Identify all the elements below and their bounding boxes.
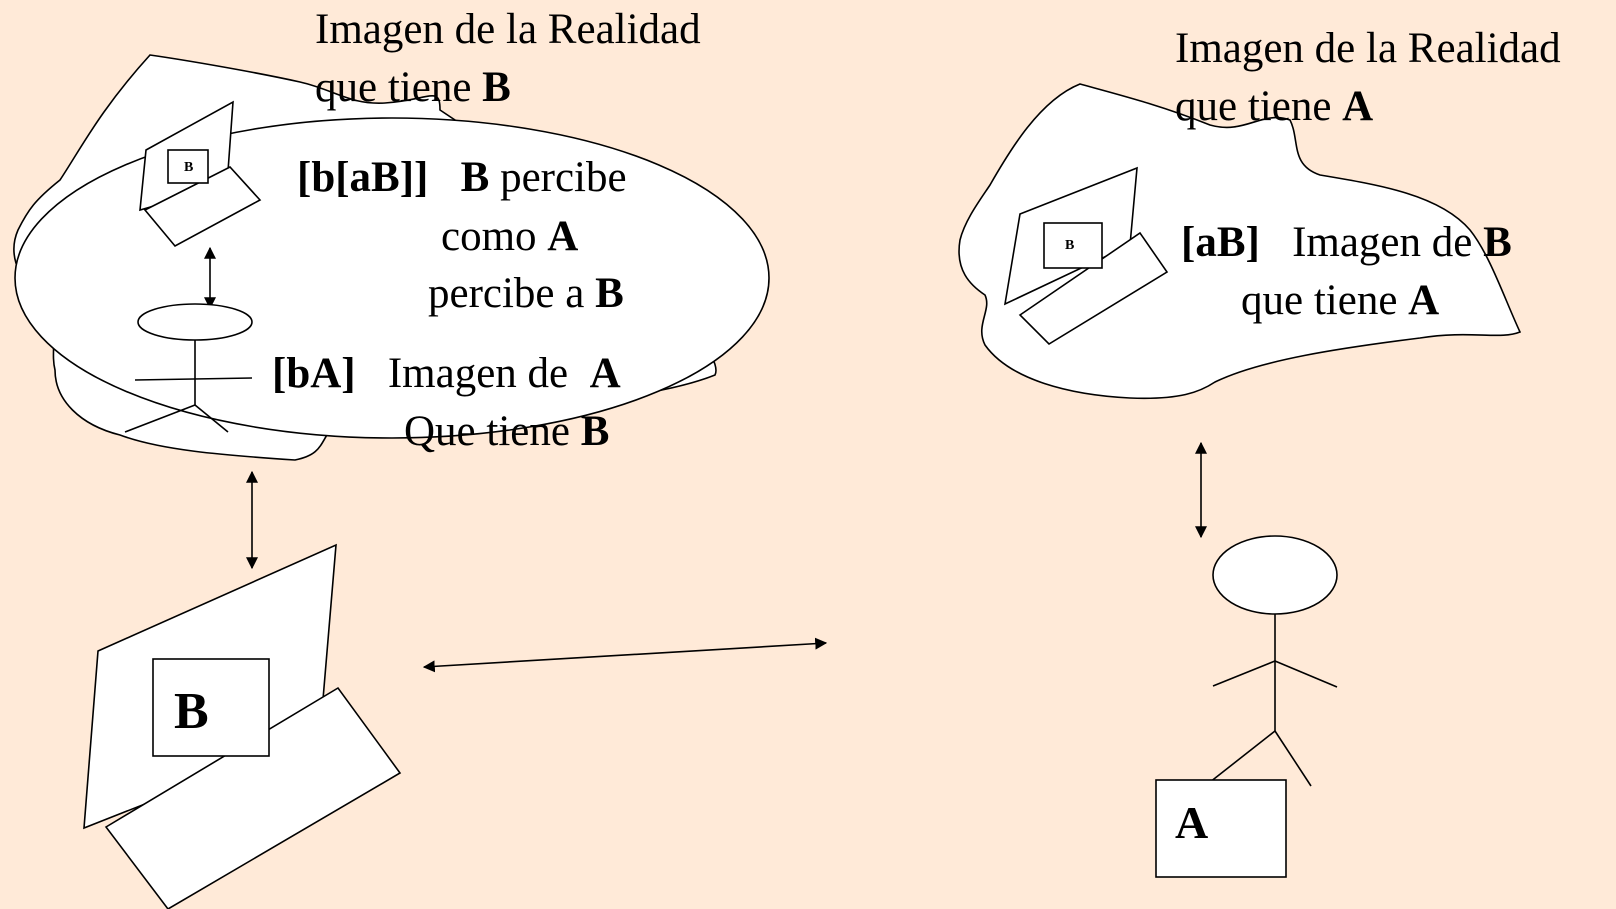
person-image-line2-bold: B [580,408,610,455]
computer-b-letter-text: B [174,683,209,740]
right-title-line2-bold: A [1342,83,1374,130]
person-image-bold: A [589,350,621,397]
right-image-line2: que tiene A [1241,279,1439,322]
right-image-bold: B [1483,219,1512,266]
right-image-code: [aB] [1181,219,1260,266]
left-title-line2-bold: B [482,64,511,111]
person-image-line2: Que tiene B [404,410,609,453]
right-mini-letter: B [1065,238,1075,253]
right-reality-cloud [958,83,1522,400]
right-image-line2-text: que tiene [1241,277,1409,324]
person-image-line2-text: Que tiene [404,408,581,455]
person-image-line1: [bA] Imagen de A [272,352,621,395]
right-cloud-shape [958,83,1522,400]
person-a-letter-text: A [1175,797,1209,848]
computer-b-icon [83,543,402,909]
ellipse-line1-bold: B [460,154,490,201]
left-cloud-title-line2: que tiene B [315,66,511,109]
person-image-text: Imagen de [387,350,579,397]
right-image-text: Imagen de [1292,219,1484,266]
left-reality-cloud [13,54,770,461]
left-cloud-title: Imagen de la Realidad [315,8,701,51]
right-mini-computer-letter: B [1065,239,1074,253]
ellipse-line1-text: percibe [489,154,627,201]
left-title-line1: Imagen de la Realidad [315,6,701,53]
left-mini-computer-letter: B [184,161,193,175]
person-a-icon [1155,535,1338,878]
left-title-line2-text: que tiene [315,64,483,111]
ellipse-line2-text: como [441,213,548,260]
right-cloud-title: Imagen de la Realidad [1175,27,1561,70]
ellipse-line3: percibe a B [428,272,624,315]
right-mini-computer-b-icon [1003,166,1169,346]
right-image-line2-bold: A [1408,277,1440,324]
right-image-line1: [aB] Imagen de B [1181,221,1512,264]
ellipse-line1: [b[aB]] B percibe [297,156,627,199]
ellipse-line2: como A [441,215,578,258]
computer-b-letter: B [174,686,209,738]
left-mini-letter: B [184,160,194,175]
right-cloud-title-line2: que tiene A [1175,85,1373,128]
person-image-a-icon [124,303,253,433]
right-title-line2-text: que tiene [1175,83,1343,130]
person-image-code: [bA] [272,350,356,397]
person-a-letter: A [1175,800,1208,846]
ellipse-line3-bold: B [595,270,624,317]
ellipse-line2-bold: A [547,213,579,260]
ellipse-line3-text: percibe a [428,270,596,317]
ellipse-code: [b[aB]] [297,154,429,201]
communication-arrow [422,637,828,673]
right-title-line1: Imagen de la Realidad [1175,25,1561,72]
mini-computer-b-icon [139,100,262,248]
